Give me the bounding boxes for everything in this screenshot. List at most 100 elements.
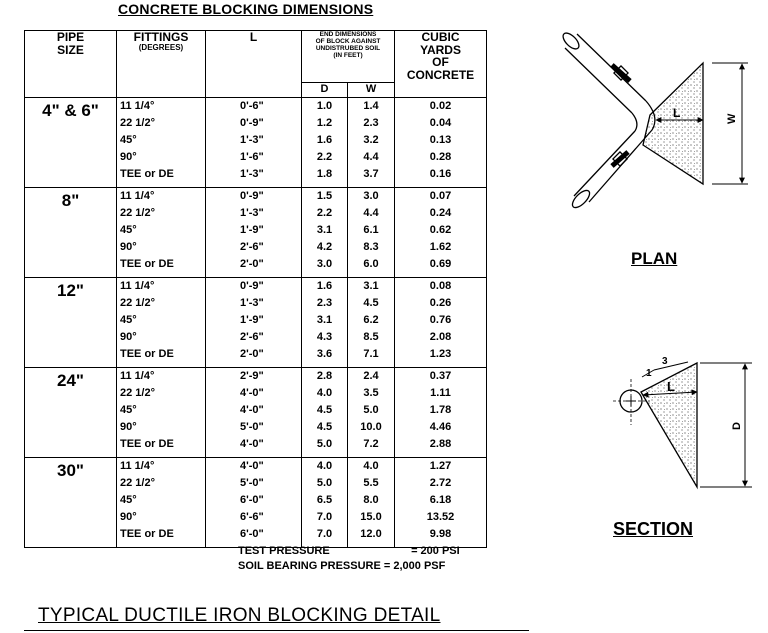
w-cell: 5.0 xyxy=(363,404,379,416)
w-cell: 6.1 xyxy=(363,224,379,236)
w-cell: 8.0 xyxy=(363,494,379,506)
cubic-yards-cell: 0.13 xyxy=(429,134,452,146)
length-cell-column: 0'-9"1'-3"1'-9"2'-6"2'-0" xyxy=(205,277,302,368)
cubic-yards-cell: 0.08 xyxy=(429,280,452,292)
length-cell: 0'-9" xyxy=(240,190,264,202)
header-w: W xyxy=(346,82,396,98)
w-cell: 3.0 xyxy=(363,190,379,202)
w-cell: 3.2 xyxy=(363,134,379,146)
plan-w-label: W xyxy=(726,113,738,124)
pipe-size-cell: 30" xyxy=(24,457,117,548)
d-cell: 5.0 xyxy=(316,477,333,489)
cubic-yards-cell: 4.46 xyxy=(429,421,452,433)
length-cell: 1'-3" xyxy=(240,168,264,180)
pipe-size-cell: 8" xyxy=(24,187,117,278)
d-cell: 1.0 xyxy=(316,100,333,112)
d-cell: 1.6 xyxy=(316,134,333,146)
fitting-cell-column: 11 1/4°22 1/2°45°90°TEE or DE xyxy=(116,457,206,548)
d-cell: 3.0 xyxy=(316,258,333,270)
cubic-yards-cell: 0.02 xyxy=(429,100,452,112)
fitting-cell: TEE or DE xyxy=(120,528,174,540)
fitting-cell: 45° xyxy=(120,134,137,146)
fitting-cell-column: 11 1/4°22 1/2°45°90°TEE or DE xyxy=(116,97,206,188)
fitting-cell: 90° xyxy=(120,511,137,523)
d-cell: 4.5 xyxy=(316,404,333,416)
w-cell: 15.0 xyxy=(360,511,382,523)
d-cell: 1.8 xyxy=(316,168,333,180)
d-cell: 2.8 xyxy=(316,370,333,382)
fitting-cell: TEE or DE xyxy=(120,168,174,180)
w-cell: 5.5 xyxy=(363,477,379,489)
section-slope-run: 3 xyxy=(662,356,668,367)
test-pressure-label: TEST PRESSURE xyxy=(238,545,330,557)
length-cell: 6'-0" xyxy=(240,494,264,506)
section-slope-rise: 1 xyxy=(646,368,652,379)
header-end-dimensions: END DIMENSIONS OF BLOCK AGAINST UNDISTRU… xyxy=(300,30,396,83)
w-cell: 4.4 xyxy=(363,207,379,219)
length-cell: 2'-0" xyxy=(240,348,264,360)
cubic-yards-cell: 0.69 xyxy=(429,258,452,270)
cubic-yards-cell: 0.28 xyxy=(429,151,452,163)
w-cell: 8.3 xyxy=(363,241,379,253)
section-label: SECTION xyxy=(613,519,694,539)
d-cell: 4.2 xyxy=(316,241,333,253)
cubic-yards-cell: 1.62 xyxy=(429,241,452,253)
d-cell: 1.5 xyxy=(316,190,333,202)
length-cell: 1'-9" xyxy=(240,314,264,326)
cubic-yards-cell: 1.78 xyxy=(429,404,452,416)
d-cell: 3.1 xyxy=(316,224,333,236)
cubic-yards-cell: 0.62 xyxy=(429,224,452,236)
cubic-yards-cell: 1.11 xyxy=(430,387,451,399)
w-cell: 2.3 xyxy=(363,117,379,129)
fitting-cell: TEE or DE xyxy=(120,348,174,360)
d-cell: 4.3 xyxy=(316,331,333,343)
d-cell: 1.6 xyxy=(316,280,333,292)
fitting-cell: 90° xyxy=(120,421,137,433)
soil-bearing-value: = 2,000 PSF xyxy=(383,560,446,572)
fitting-cell: 45° xyxy=(120,314,137,326)
fitting-cell: 11 1/4° xyxy=(120,370,155,382)
w-cell: 3.7 xyxy=(363,168,379,180)
length-cell: 1'-9" xyxy=(240,224,264,236)
fitting-cell: 22 1/2° xyxy=(120,207,155,219)
d-cell: 5.0 xyxy=(316,438,333,450)
d-cell: 4.0 xyxy=(316,387,333,399)
length-cell: 1'-6" xyxy=(240,151,264,163)
length-cell: 0'-9" xyxy=(240,117,264,129)
d-cell: 2.2 xyxy=(316,207,333,219)
length-cell: 1'-3" xyxy=(240,207,264,219)
w-cell: 4.5 xyxy=(363,297,379,309)
w-cell: 4.0 xyxy=(363,460,379,472)
fitting-cell: 22 1/2° xyxy=(120,117,155,129)
length-cell-column: 0'-6"0'-9"1'-3"1'-6"1'-3" xyxy=(205,97,302,188)
w-cell: 3.1 xyxy=(363,280,379,292)
d-cell: 1.2 xyxy=(316,117,333,129)
section-view xyxy=(613,361,752,490)
d-cell: 3.6 xyxy=(316,348,333,360)
cubic-yards-cell: 1.27 xyxy=(429,460,452,472)
section-d-label: D xyxy=(731,422,743,430)
length-cell: 6'-0" xyxy=(240,528,264,540)
fitting-cell: 22 1/2° xyxy=(120,387,155,399)
length-cell: 4'-0" xyxy=(240,404,264,416)
length-cell-column: 0'-9"1'-3"1'-9"2'-6"2'-0" xyxy=(205,187,302,278)
d-cell: 2.2 xyxy=(316,151,333,163)
length-cell: 0'-6" xyxy=(240,100,264,112)
pressure-notes: TEST PRESSURE = 200 PSI SOIL BEARING PRE… xyxy=(238,544,460,574)
fitting-cell: 90° xyxy=(120,151,137,163)
pipe-size-cell: 12" xyxy=(24,277,117,368)
bottom-divider xyxy=(24,630,529,631)
detail-title: TYPICAL DUCTILE IRON BLOCKING DETAIL xyxy=(38,605,441,626)
plan-view xyxy=(562,32,748,209)
cubic-yards-cell: 2.88 xyxy=(429,438,452,450)
